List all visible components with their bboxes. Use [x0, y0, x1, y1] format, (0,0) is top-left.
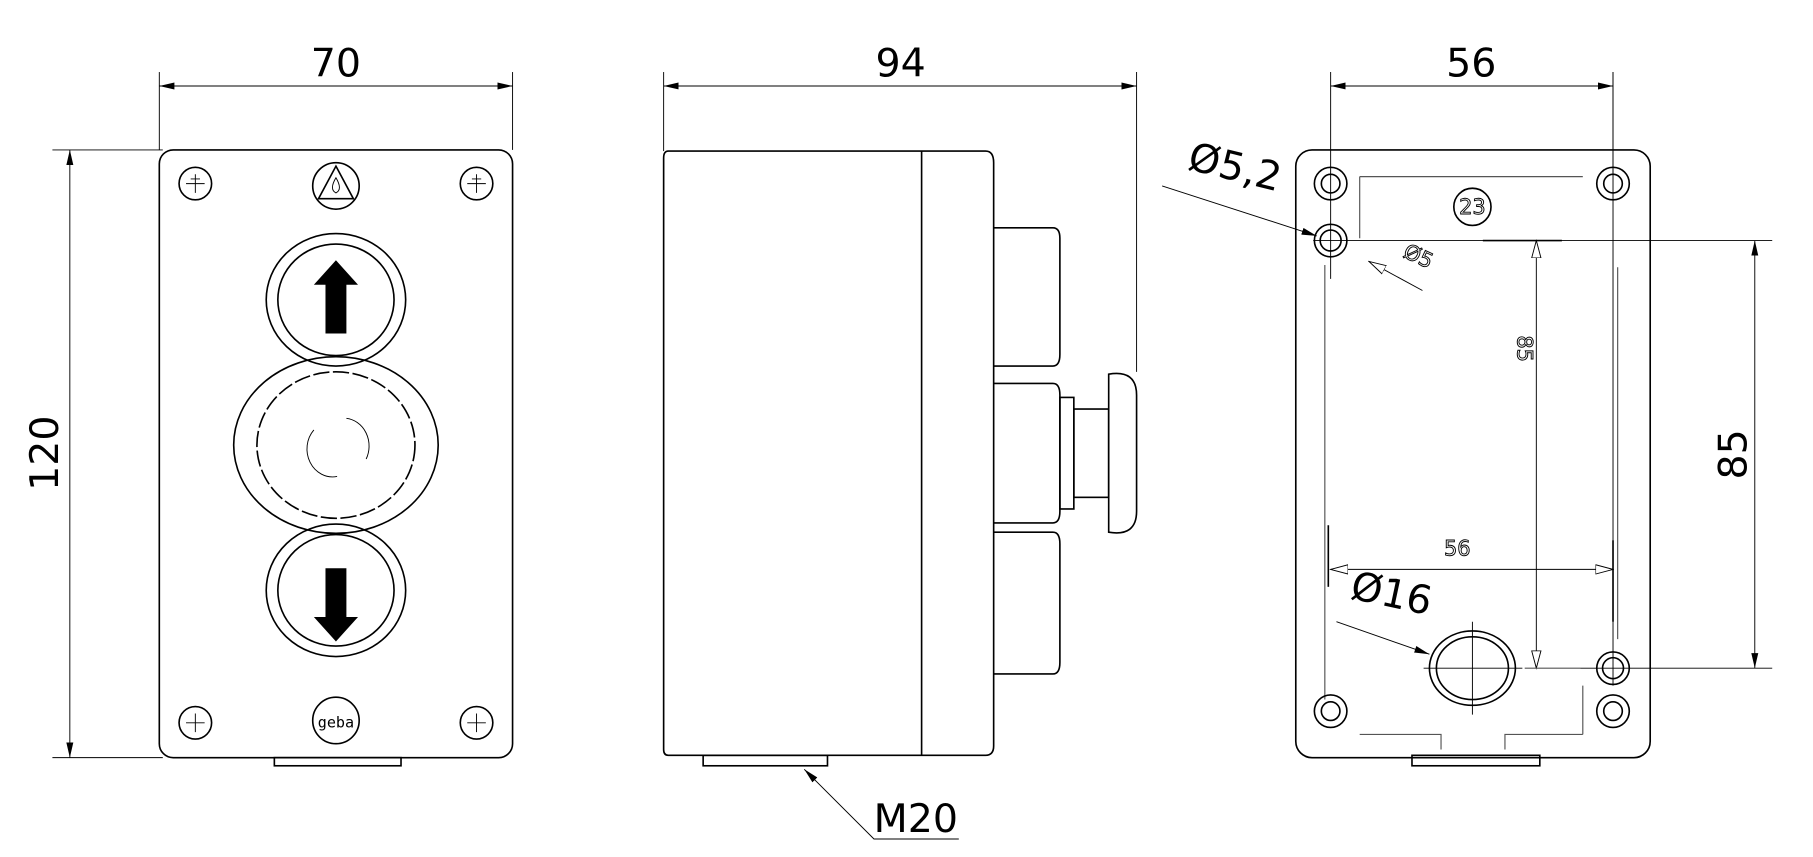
- width-dimension: 70: [311, 41, 361, 87]
- gland-label: M20: [874, 796, 958, 842]
- front-view: 70 120 geba: [22, 41, 514, 767]
- emergency-stop-button: [232, 355, 440, 535]
- screw-icon: [178, 166, 494, 740]
- hole-spacing-dimension: 85: [1711, 429, 1757, 479]
- mount-hole-dimension: Ø5,2: [1184, 134, 1286, 201]
- m20-leader: [803, 768, 959, 840]
- warning-triangle-icon: [311, 161, 360, 210]
- rear-width-dimension: 56: [1446, 41, 1496, 87]
- depth-dimension: 94: [876, 41, 926, 87]
- arrow-down-icon: [313, 568, 359, 642]
- down-button: [265, 523, 407, 658]
- enclosure-side: [662, 150, 995, 757]
- part-number: 23: [1459, 195, 1486, 219]
- entry-hole-leader: [1336, 621, 1430, 655]
- mushroom-head: [1107, 372, 1138, 534]
- arrow-up-icon: [313, 260, 359, 334]
- height-dimension: 120: [22, 415, 68, 490]
- enclosure-front: [158, 149, 514, 759]
- rotate-icon: [306, 417, 370, 478]
- inner-width-dimension: 56: [1444, 536, 1471, 560]
- small-hole-leader: [1369, 261, 1423, 291]
- rear-view: 56 23 85 85 56 Ø16 Ø5,2 Ø5: [1162, 41, 1773, 767]
- mounting-hole-icon: [1313, 166, 1631, 729]
- geba-logo: geba: [311, 696, 360, 745]
- mount-hole-leader: [1162, 185, 1317, 237]
- svg-text:geba: geba: [318, 713, 354, 731]
- entry-hole-dimension: Ø16: [1347, 563, 1436, 625]
- small-hole-dimension: Ø5: [1400, 239, 1437, 273]
- up-button: [265, 232, 407, 367]
- cable-entry-hole: [1423, 621, 1523, 715]
- enclosure-rear: [1294, 149, 1652, 759]
- part-number-badge: [1453, 187, 1492, 227]
- side-view: 94 M20: [662, 41, 1138, 842]
- inner-height-dimension: 85: [1513, 335, 1537, 362]
